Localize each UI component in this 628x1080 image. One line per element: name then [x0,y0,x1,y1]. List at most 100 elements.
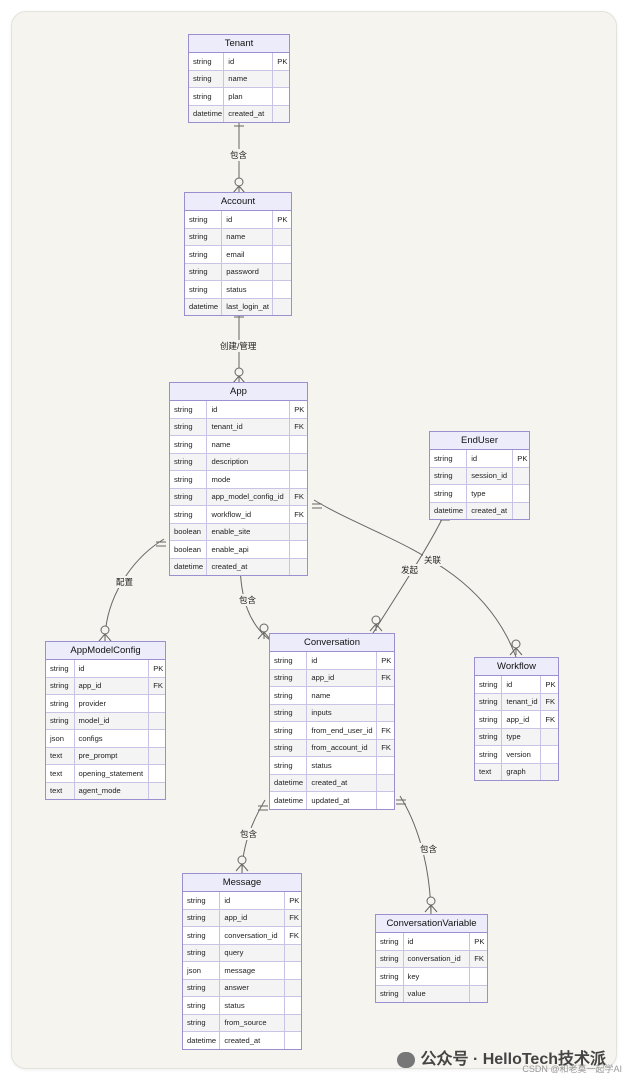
attr-key [149,730,165,747]
cardinality-many-marker [369,615,383,632]
attr-key: FK [289,930,299,940]
attr-name: from_source [220,1014,286,1031]
attr-name: created_at [467,502,514,519]
attr-type: string [376,985,404,1002]
attr-key [273,88,289,105]
crows-foot [98,633,112,642]
attr-name: id [222,211,274,228]
cardinality-one-marker [312,503,322,509]
attr-key [273,246,291,263]
crows-foot [369,623,383,632]
attr-name: plan [224,88,274,105]
attr-type: string [183,979,221,996]
attr-key: FK [381,673,391,683]
attr-type: text [475,763,503,780]
attr-type: string [183,927,221,944]
attr-key [273,229,291,246]
attr-name: app_id [220,909,286,926]
diagram-card [12,12,616,1068]
attr-key [290,559,307,576]
relationship-label: 关联 [423,554,443,566]
attr-key: FK [545,714,556,724]
relationship-label: 包含 [229,149,249,161]
attr-name: key [404,968,471,985]
attr-name: created_at [224,105,274,122]
attr-type: string [270,757,308,774]
attr-key [149,783,165,800]
attr-type: string [183,892,221,909]
attr-key [273,281,291,298]
attr-type: string [270,669,308,686]
attr-key [377,705,394,722]
attr-type: string [185,246,223,263]
relationship-line [104,538,165,642]
attr-name: id [75,660,150,677]
attr-type: string [170,418,208,435]
attr-key: FK [294,422,304,432]
csdn-credit: CSDN @和老莫一起学AI [522,1064,622,1074]
attr-name: message [220,962,286,979]
attr-type: string [475,746,503,763]
optional-circle [259,623,269,633]
entity-title: Tenant [189,35,289,53]
attr-type: text [46,765,75,782]
attr-name: description [207,453,291,470]
attr-type: string [430,467,468,484]
attr-name: app_id [502,711,542,728]
attr-key [273,299,291,316]
attr-key [285,1015,301,1032]
attr-type: string [183,1014,221,1031]
relationship-label: 创建/管理 [219,340,258,352]
attr-name: name [222,228,274,245]
attr-type: string [376,968,404,985]
cardinality-many-marker [235,855,249,872]
attr-key: PK [381,655,392,665]
attr-key [513,503,529,520]
attr-key [149,695,165,712]
attr-name: id [207,401,291,418]
attr-type: string [270,739,308,756]
attr-type: string [170,506,208,523]
attr-type: string [170,488,208,505]
attr-key [273,106,289,123]
attr-name: configs [75,730,150,747]
attr-name: session_id [467,467,514,484]
attr-type: string [475,676,503,693]
attr-type: string [170,471,208,488]
attr-type: datetime [170,558,208,575]
attr-type: string [170,453,208,470]
crows-foot [232,375,246,384]
entity-title: Workflow [475,658,558,676]
attr-type: string [185,263,223,280]
